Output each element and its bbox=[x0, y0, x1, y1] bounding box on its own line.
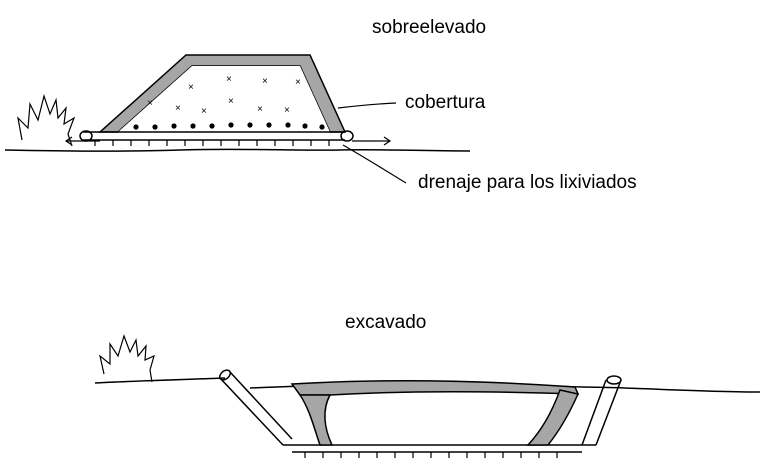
shrub-icon bbox=[17, 93, 76, 147]
svg-text:×: × bbox=[175, 103, 181, 114]
svg-text:×: × bbox=[284, 105, 290, 116]
cover-label: cobertura bbox=[405, 92, 486, 113]
base-liner-top bbox=[83, 131, 345, 146]
leachate-drain-label: drenaje para los lixiviados bbox=[418, 172, 637, 193]
svg-text:×: × bbox=[201, 106, 207, 117]
svg-text:×: × bbox=[147, 98, 153, 109]
cover-top-band bbox=[290, 379, 580, 396]
svg-text:×: × bbox=[226, 74, 232, 85]
drainage-gravel bbox=[133, 122, 325, 130]
raised-title: sobreelevado bbox=[372, 17, 486, 38]
cover-leader bbox=[337, 102, 397, 109]
pipe-icon bbox=[218, 369, 293, 446]
flow-arrows bbox=[64, 136, 392, 146]
ground-line-top bbox=[4, 148, 471, 152]
waste-body bbox=[118, 66, 330, 132]
svg-text:×: × bbox=[188, 82, 194, 93]
svg-text:×: × bbox=[262, 76, 268, 87]
drain-leader bbox=[342, 144, 407, 184]
svg-text:×: × bbox=[295, 77, 301, 88]
ground-line-bottom-left bbox=[94, 377, 226, 384]
svg-text:×: × bbox=[228, 96, 234, 107]
pipe-icon bbox=[581, 375, 622, 446]
excavated-title: excavado bbox=[345, 312, 426, 333]
raised-landfill: × × × × × × × × × × bbox=[4, 17, 637, 193]
svg-text:×: × bbox=[257, 104, 263, 115]
pit-liner bbox=[283, 444, 596, 458]
excavated-landfill: excavado bbox=[94, 312, 761, 458]
waste-marks: × × × × × × × × × × bbox=[147, 74, 301, 117]
cover-left-wall bbox=[298, 394, 334, 446]
cover-right-wall bbox=[526, 389, 580, 446]
shrub-icon bbox=[99, 334, 155, 383]
